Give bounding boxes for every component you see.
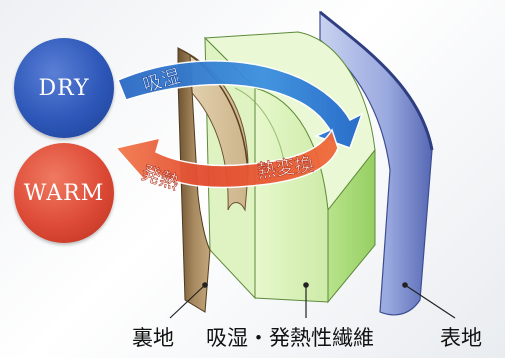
heat-arrow [114, 128, 339, 189]
moisture-absorption-arrow [117, 60, 364, 149]
warm-badge-text: WARM [23, 180, 105, 206]
dry-badge: DRY [14, 38, 114, 138]
fiber-caption: 吸湿・発熱性繊維 [206, 326, 374, 350]
outer-caption: 表地 [440, 326, 482, 350]
leader-lines [169, 282, 456, 319]
lining-caption: 裏地 [132, 326, 174, 350]
dry-badge-text: DRY [38, 75, 90, 101]
warm-badge: WARM [14, 143, 114, 243]
outer-fabric-layer [319, 10, 434, 316]
